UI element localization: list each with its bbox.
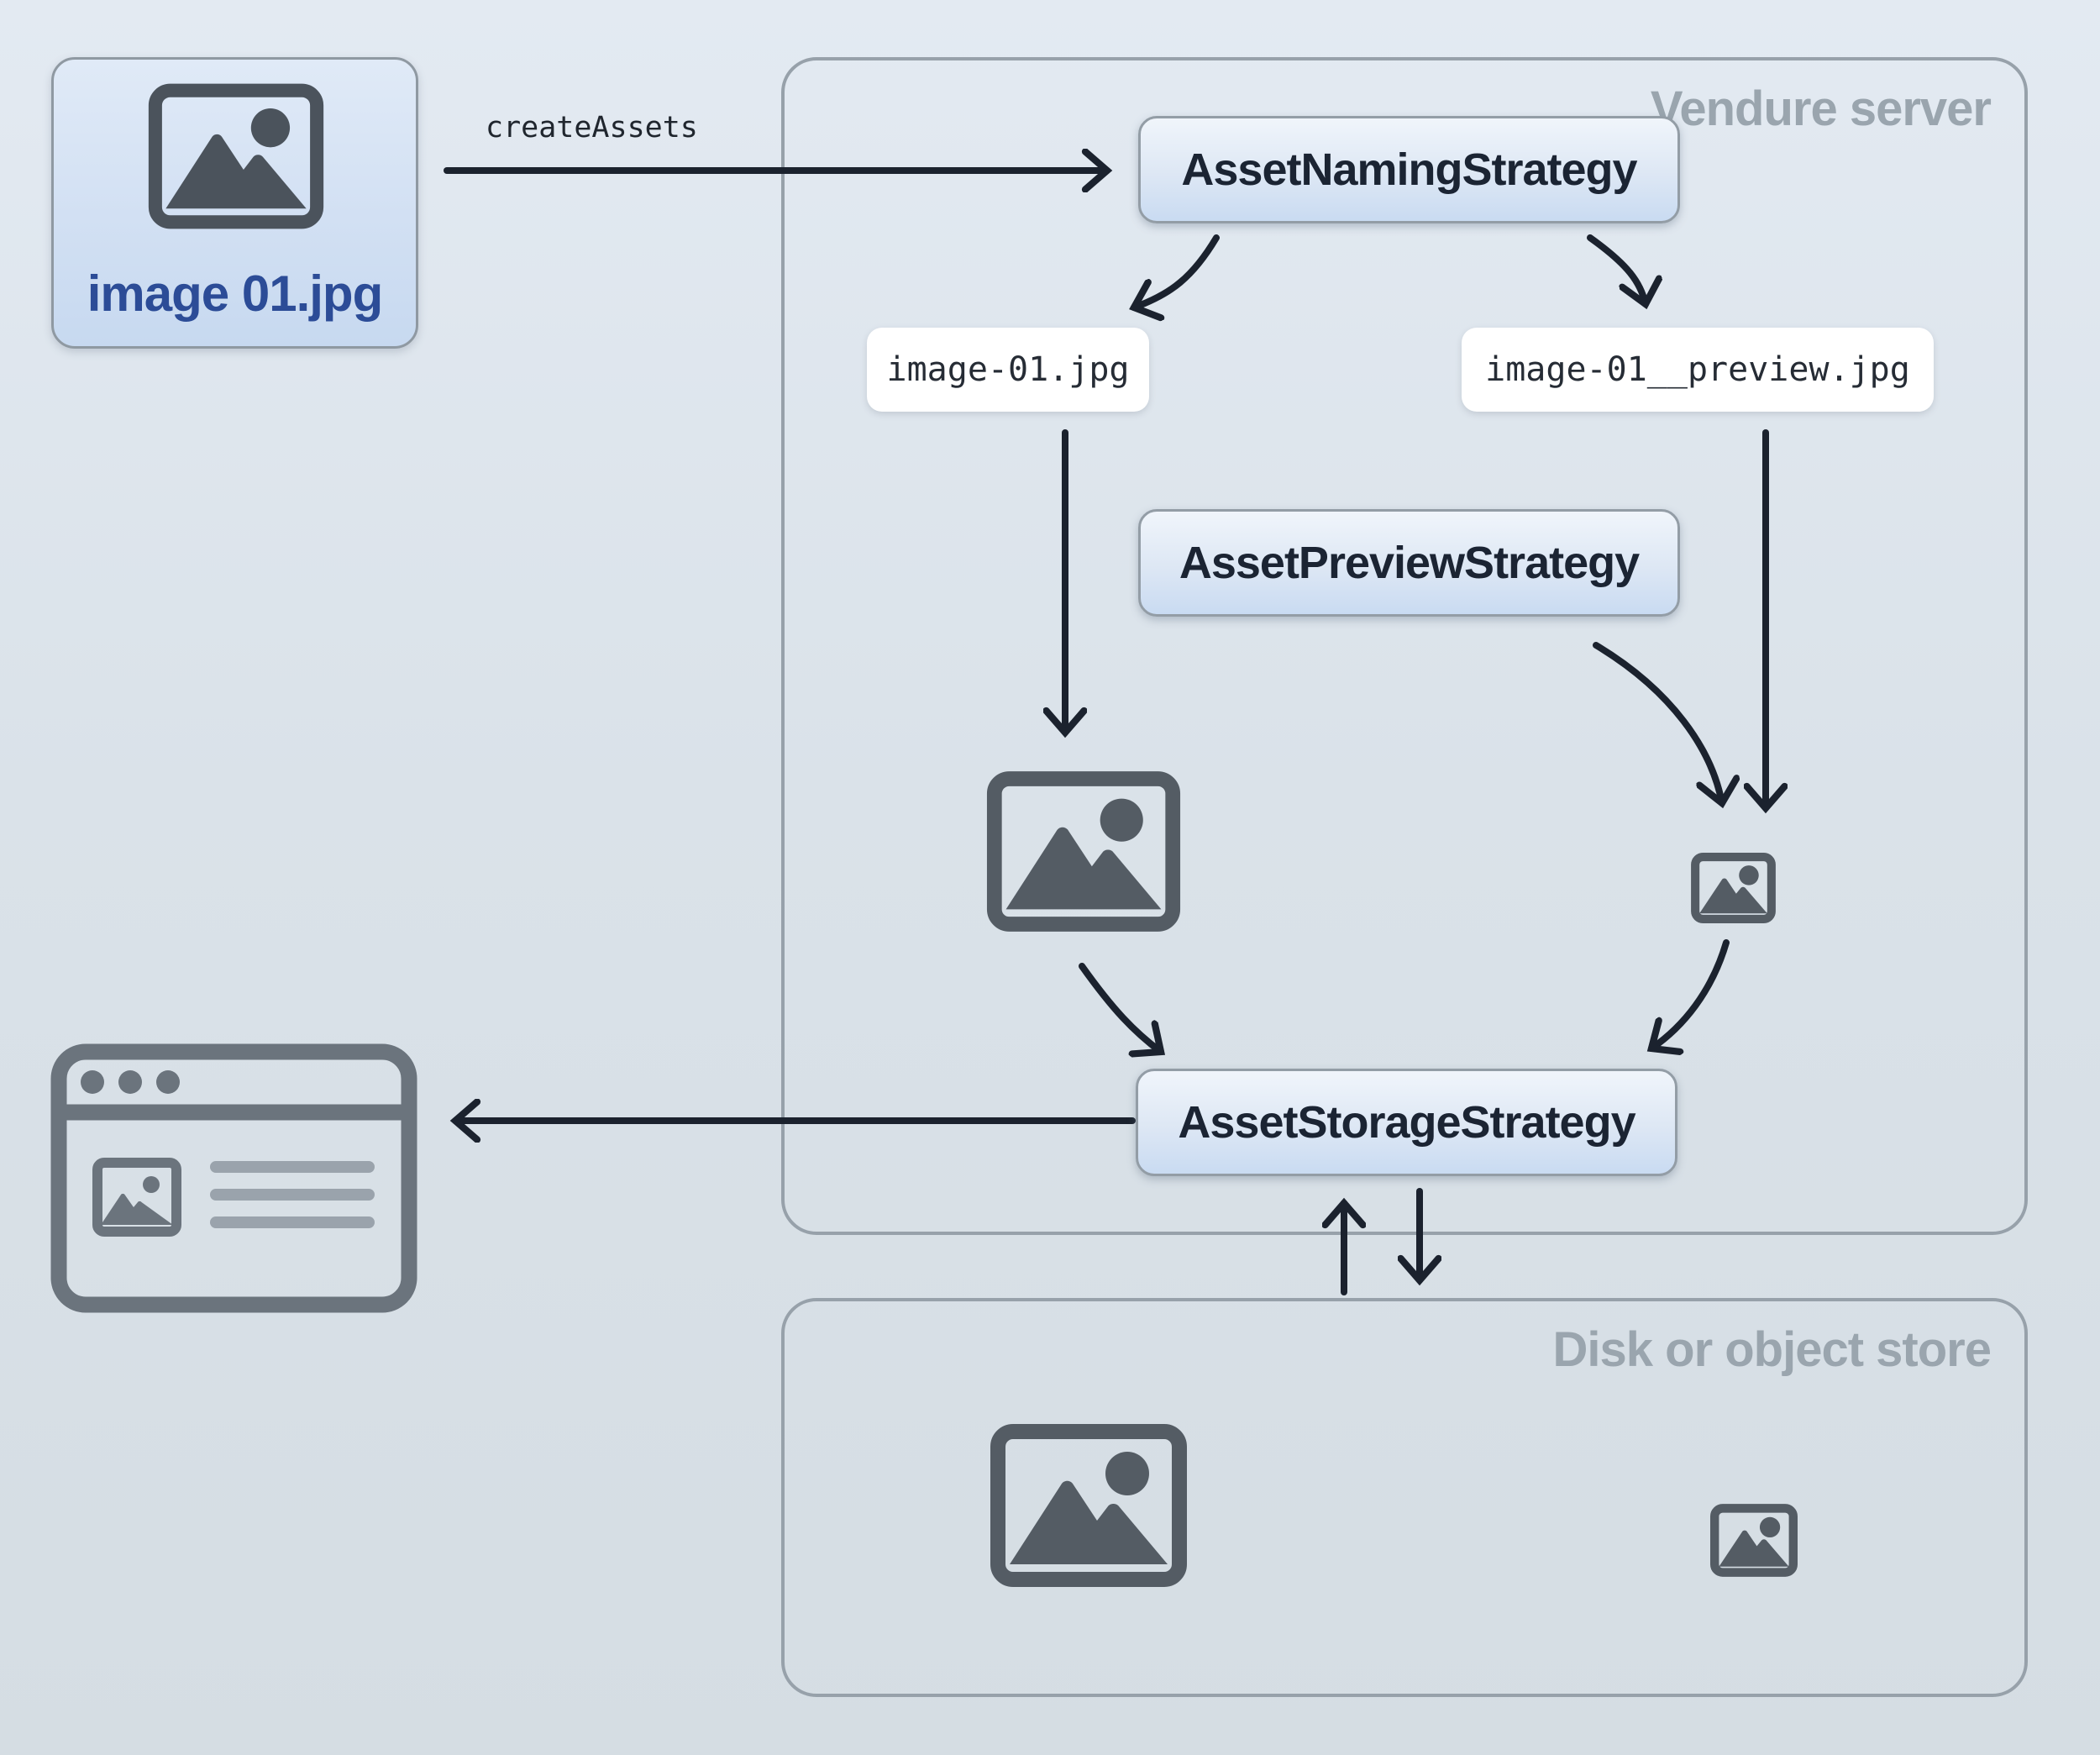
image-icon	[148, 83, 324, 229]
disk-image-icon	[990, 1424, 1187, 1587]
preview-filename-text: image-01__preview.jpg	[1485, 350, 1910, 389]
asset-naming-strategy-box: AssetNamingStrategy	[1138, 116, 1680, 223]
browser-dot-icon	[81, 1070, 104, 1094]
browser-dot-icon	[156, 1070, 180, 1094]
browser-icon	[50, 1043, 417, 1313]
vendure-server-title: Vendure server	[1650, 81, 1992, 136]
create-assets-arrow-label: createAssets	[486, 111, 698, 144]
disk-store-container: Disk or object store	[781, 1298, 2028, 1697]
preview-thumb-icon	[1691, 853, 1776, 923]
source-image-node: image 01.jpg	[51, 57, 418, 349]
browser-text-lines	[210, 1161, 375, 1228]
preview-filename-chip: image-01__preview.jpg	[1462, 328, 1934, 412]
asset-storage-strategy-label: AssetStorageStrategy	[1178, 1097, 1635, 1148]
source-image-label: image 01.jpg	[87, 265, 383, 322]
browser-thumb-image-icon	[92, 1158, 181, 1237]
stored-image-icon	[986, 771, 1181, 932]
asset-preview-strategy-box: AssetPreviewStrategy	[1138, 509, 1680, 617]
disk-store-title: Disk or object store	[1552, 1322, 1992, 1377]
source-filename-chip: image-01.jpg	[867, 328, 1149, 412]
asset-preview-strategy-label: AssetPreviewStrategy	[1179, 538, 1640, 588]
disk-thumb-icon	[1710, 1504, 1798, 1577]
source-filename-text: image-01.jpg	[886, 350, 1130, 389]
asset-naming-strategy-label: AssetNamingStrategy	[1181, 144, 1637, 195]
browser-dot-icon	[118, 1070, 142, 1094]
vendure-server-container: Vendure server	[781, 57, 2028, 1235]
asset-storage-strategy-box: AssetStorageStrategy	[1136, 1069, 1677, 1176]
